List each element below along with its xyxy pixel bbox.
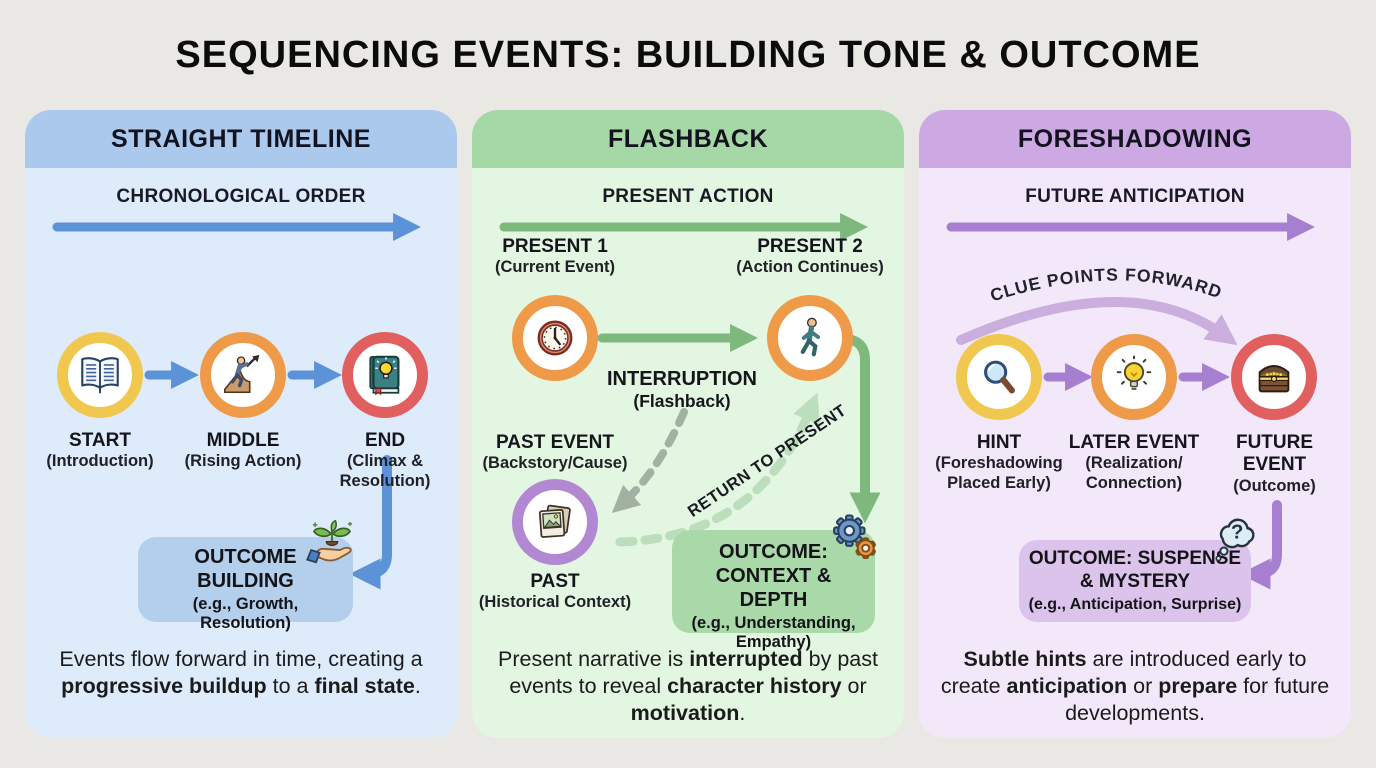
- panel-title: STRAIGHT TIMELINE: [111, 124, 371, 153]
- node-circle-end: [342, 332, 428, 418]
- node-subtitle: (Action Continues): [736, 258, 884, 277]
- node-subtitle: (Backstory/Cause): [482, 454, 628, 473]
- node-subtitle: (Foreshadowing Placed Early): [935, 454, 1063, 492]
- node-title: MIDDLE: [206, 430, 280, 451]
- panel-header: STRAIGHT TIMELINE: [25, 110, 457, 168]
- panel-title: FLASHBACK: [607, 124, 769, 153]
- node-title: PAST EVENT: [496, 432, 614, 453]
- node-circle-later-event: [1091, 334, 1177, 420]
- clock-icon: [537, 320, 573, 356]
- treasure-chest-icon: [1258, 365, 1290, 393]
- node-label-present-1: PRESENT 1 (Current Event): [468, 236, 642, 278]
- svg-text:CLUE POINTS FORWARD: CLUE POINTS FORWARD: [988, 264, 1225, 305]
- walking-person-icon: [800, 317, 821, 357]
- return-to-present-label: RETURN TO PRESENT: [684, 401, 850, 521]
- node-circle-middle: [200, 332, 286, 418]
- interruption-title: INTERRUPTION: [607, 368, 757, 390]
- page-title: SEQUENCING EVENTS: BUILDING TONE & OUTCO…: [175, 34, 1201, 76]
- node-label-hint: HINT (Foreshadowing Placed Early): [929, 432, 1069, 493]
- node-subtitle: (Climax & Resolution): [339, 452, 431, 490]
- node-title: LATER EVENT: [1068, 432, 1200, 453]
- node-title: START: [69, 430, 131, 451]
- node-title: FUTURE EVENT: [1235, 432, 1314, 476]
- book-lightbulb-icon: [369, 355, 400, 396]
- node-circle-present-1: [512, 295, 598, 381]
- panel-foreshadowing: FORESHADOWING CLUE POINTS FORWARD FUTURE…: [919, 110, 1351, 738]
- node-subtitle: (Current Event): [494, 258, 616, 277]
- panel-description: Present narrative is interrupted by past…: [498, 647, 878, 725]
- panel-header: FORESHADOWING: [919, 110, 1351, 168]
- node-subtitle: (Outcome): [1233, 476, 1316, 495]
- node-label-past-event: PAST EVENT (Backstory/Cause): [468, 432, 642, 474]
- plant-in-hand-icon: [305, 518, 359, 577]
- lightbulb-icon: [1116, 355, 1152, 390]
- node-title: PRESENT 2: [757, 236, 863, 257]
- gears-icon: [826, 512, 882, 573]
- outcome-box: OUTCOME BUILDING (e.g., Growth, Resoluti…: [138, 537, 353, 632]
- magnifying-glass-icon: [984, 360, 1016, 394]
- node-subtitle: (Introduction): [46, 452, 154, 471]
- outcome-title: OUTCOME: SUSPENSE & MYSTERY: [1028, 548, 1242, 592]
- node-circle-present-2: [767, 295, 853, 381]
- node-label-later-event: LATER EVENT (Realization/ Connection): [1064, 432, 1204, 493]
- node-label-past: PAST (Historical Context): [468, 571, 642, 613]
- photos-icon: [538, 504, 571, 538]
- node-circle-past: [512, 479, 598, 565]
- panel-description: Events flow forward in time, creating a …: [59, 647, 423, 698]
- node-circle-start: [57, 332, 143, 418]
- node-title: PRESENT 1: [502, 236, 608, 257]
- panel-description: Subtle hints are introduced early to cre…: [940, 647, 1330, 725]
- climbing-person-icon: [224, 354, 260, 394]
- outcome-box: OUTCOME: CONTEXT & DEPTH (e.g., Understa…: [672, 530, 875, 651]
- panels-container: STRAIGHT TIMELINE CHRONOLOGICAL ORDER: [25, 110, 1351, 738]
- svg-text:?: ?: [1231, 520, 1244, 543]
- outcome-subtitle: (e.g., Understanding, Empathy): [691, 614, 856, 651]
- outcome-subtitle: (e.g., Growth, Resolution): [192, 595, 299, 632]
- open-book-icon: [81, 357, 119, 394]
- flow-label: FUTURE ANTICIPATION: [1025, 186, 1245, 207]
- thought-cloud-icon: ?: [1207, 510, 1265, 573]
- panel-title: FORESHADOWING: [1017, 124, 1253, 153]
- node-subtitle: (Realization/ Connection): [1085, 454, 1183, 492]
- node-subtitle: (Historical Context): [478, 593, 632, 612]
- outcome-box: OUTCOME: SUSPENSE & MYSTERY (e.g., Antic…: [1019, 540, 1251, 622]
- node-title: END: [364, 430, 406, 451]
- flow-label: CHRONOLOGICAL ORDER: [116, 186, 366, 207]
- panel-header: FLASHBACK: [472, 110, 904, 168]
- outcome-title: OUTCOME: CONTEXT & DEPTH: [715, 541, 832, 611]
- outcome-title: OUTCOME BUILDING: [194, 546, 297, 592]
- node-label-end: END (Climax & Resolution): [320, 430, 450, 491]
- flow-label: PRESENT ACTION: [602, 186, 774, 207]
- node-title: HINT: [976, 432, 1022, 453]
- node-circle-future-event: [1231, 334, 1317, 420]
- node-subtitle: (Rising Action): [184, 452, 302, 471]
- node-label-middle: MIDDLE (Rising Action): [173, 430, 313, 472]
- node-label-start: START (Introduction): [30, 430, 170, 472]
- outcome-subtitle: (e.g., Anticipation, Surprise): [1028, 595, 1242, 613]
- clue-points-forward-label: CLUE POINTS FORWARD: [988, 264, 1224, 305]
- panel-flashback: FLASHBACK PRESENT ACTION PRESENT 1 (Curr…: [472, 110, 904, 738]
- node-title: PAST: [530, 571, 580, 592]
- panel-straight-timeline: STRAIGHT TIMELINE CHRONOLOGICAL ORDER: [25, 110, 457, 738]
- interruption-subtitle: (Flashback): [633, 391, 731, 411]
- node-label-present-2: PRESENT 2 (Action Continues): [723, 236, 897, 278]
- interruption-label: INTERRUPTION (Flashback): [582, 368, 782, 412]
- node-circle-hint: [956, 334, 1042, 420]
- node-label-future-event: FUTURE EVENT (Outcome): [1217, 432, 1332, 496]
